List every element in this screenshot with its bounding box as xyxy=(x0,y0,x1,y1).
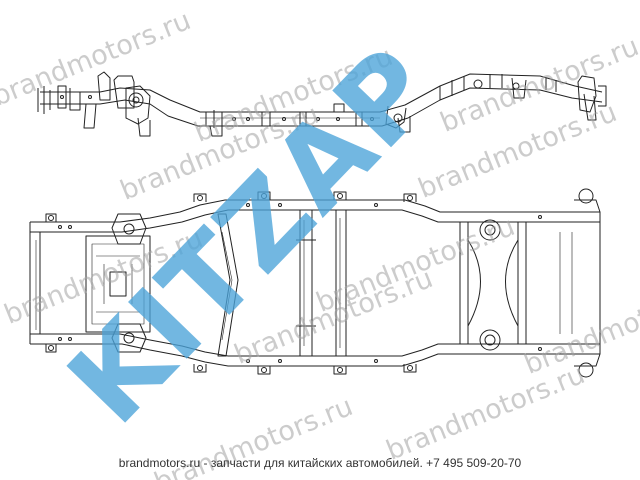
frame-top-view xyxy=(29,188,601,378)
frame-side-view xyxy=(37,71,607,137)
footer-caption: brandmotors.ru - запчасти для китайских … xyxy=(118,456,522,470)
